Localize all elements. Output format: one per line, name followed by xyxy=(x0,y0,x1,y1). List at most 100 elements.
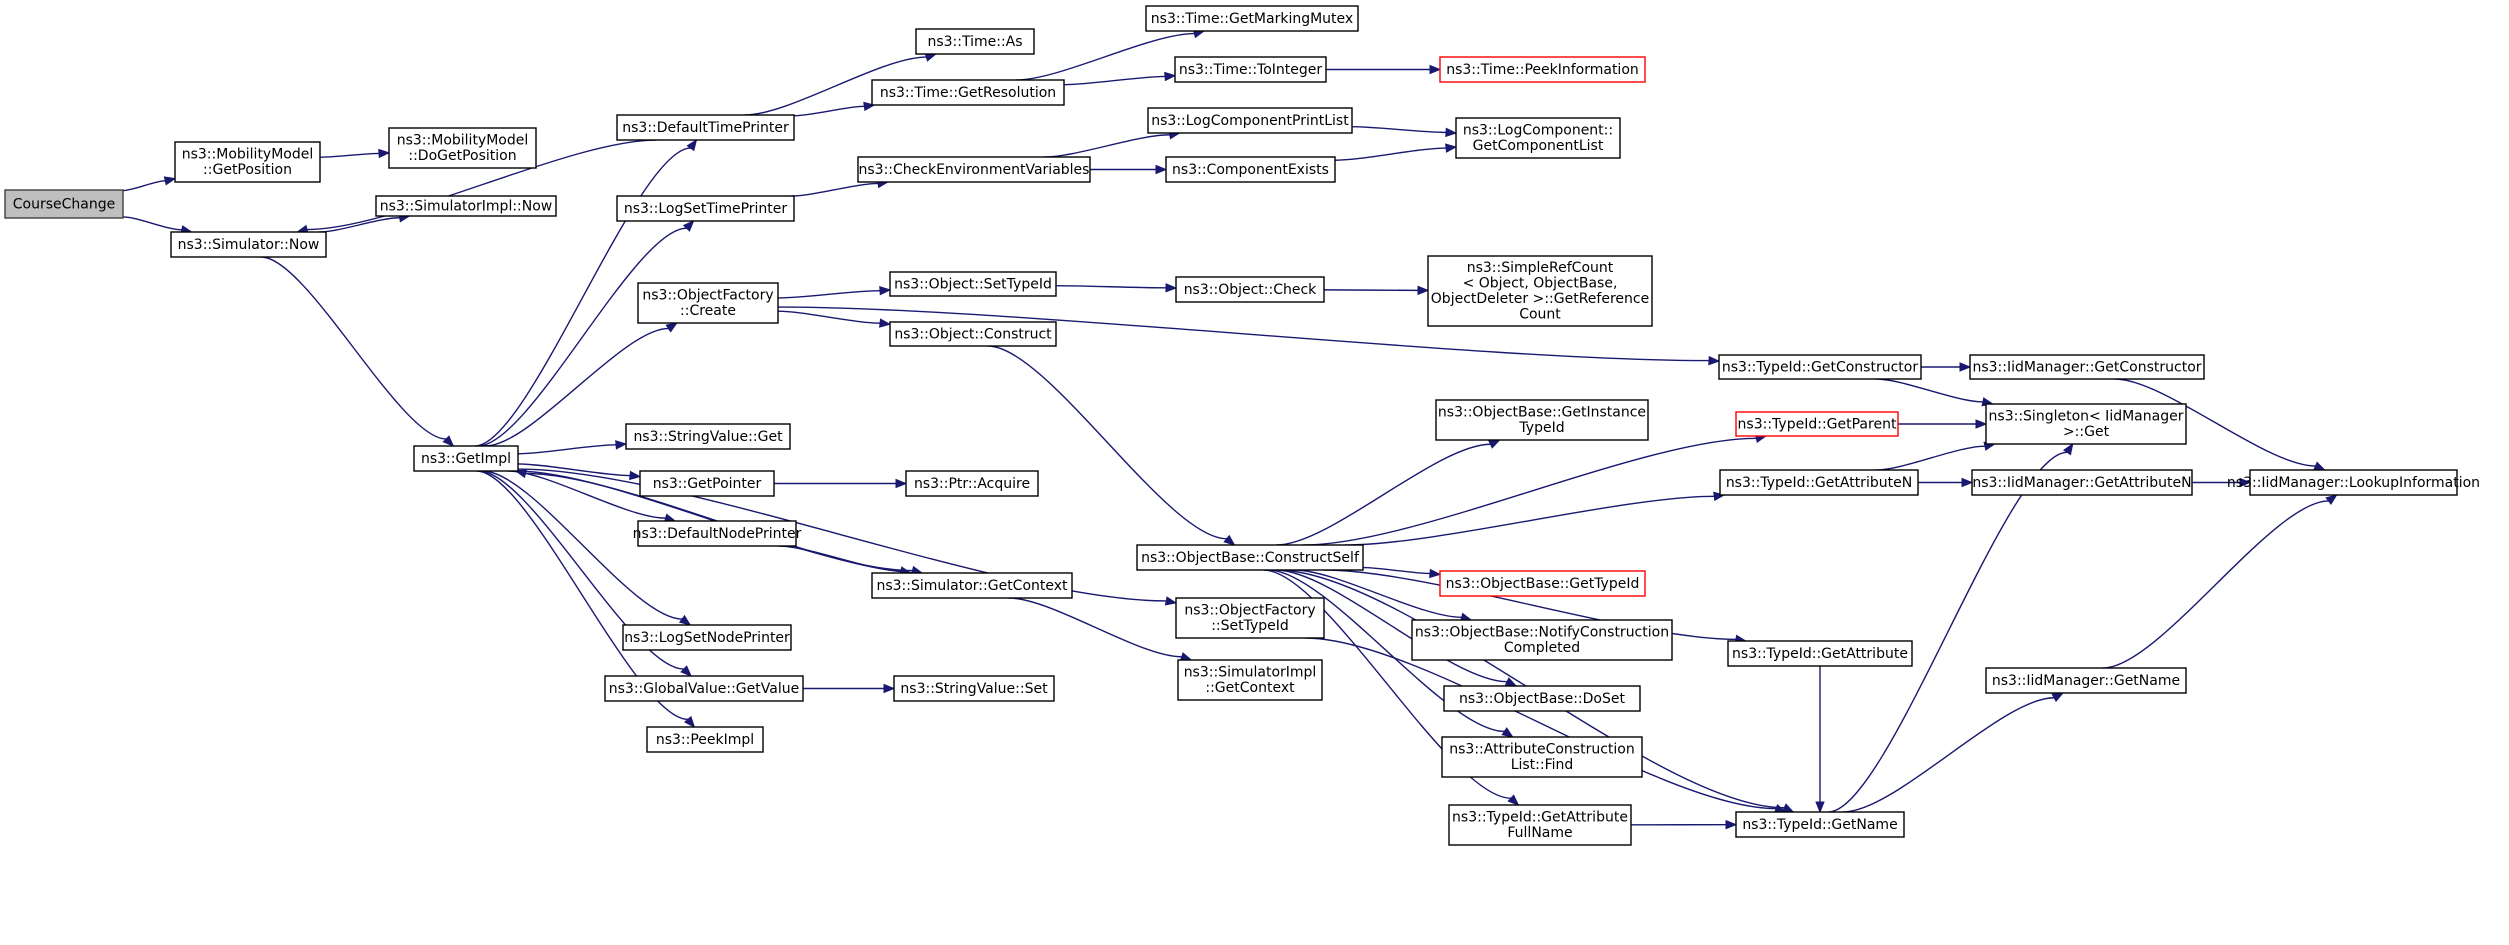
node-label: ns3::ObjectBase::GetInstance xyxy=(1438,405,1646,421)
edge-n3-n5 xyxy=(261,256,455,447)
function-node[interactable]: ns3::GlobalValue::GetValue xyxy=(604,675,804,702)
function-node[interactable]: ns3::SimulatorImpl::Now xyxy=(375,195,557,217)
function-node[interactable]: ns3::MobilityModel::GetPosition xyxy=(174,141,321,183)
function-node[interactable]: ns3::Time::GetResolution xyxy=(871,79,1065,106)
function-node[interactable]: ns3::StringValue::Set xyxy=(893,675,1055,702)
function-node[interactable]: ns3::TypeId::GetName xyxy=(1735,811,1905,838)
edge-n10-n11 xyxy=(1326,64,1442,75)
node-label: ns3::CheckEnvironmentVariables xyxy=(859,162,1090,178)
function-node[interactable]: ns3::LogSetNodePrinter xyxy=(622,624,792,651)
node-box xyxy=(1175,276,1325,303)
function-node[interactable]: ns3::ObjectBase::ConstructSelf xyxy=(1136,544,1364,571)
node-label: ns3::SimulatorImpl xyxy=(1184,665,1317,681)
node-box xyxy=(1136,544,1364,571)
function-node[interactable]: ns3::TypeId::GetConstructor xyxy=(1718,354,1922,380)
function-node[interactable]: ns3::ObjectBase::NotifyConstructionCompl… xyxy=(1411,619,1673,661)
function-node[interactable]: ns3::DefaultNodePrinter xyxy=(633,520,802,547)
node-box xyxy=(905,470,1039,497)
edge-n49-n26 xyxy=(1828,442,2074,813)
function-node[interactable]: ns3::GetImpl xyxy=(413,445,519,472)
node-box xyxy=(413,445,519,472)
function-node[interactable]: ns3::ObjectFactory::SetTypeId xyxy=(1175,597,1325,639)
function-node[interactable]: ns3::GetPointer xyxy=(639,470,775,497)
function-node[interactable]: ns3::PeekImpl xyxy=(646,726,764,753)
function-node[interactable]: ns3::Object::Check xyxy=(1175,276,1325,303)
node-box xyxy=(616,114,795,141)
function-node[interactable]: ns3::LogSetTimePrinter xyxy=(616,195,795,222)
function-node[interactable]: ns3::ObjectBase::DoSet xyxy=(1443,685,1641,712)
edge-n17-n18 xyxy=(777,285,892,299)
node-label: ns3::MobilityModel xyxy=(397,133,529,149)
edge-arrowhead xyxy=(686,138,698,152)
node-label: FullName xyxy=(1507,825,1572,841)
function-node[interactable]: ns3::Time::PeekInformation xyxy=(1439,56,1646,83)
function-node[interactable]: ns3::Time::ToInteger xyxy=(1174,56,1327,83)
function-node[interactable]: ns3::ObjectFactory::Create xyxy=(637,282,779,324)
function-node[interactable]: ns3::TypeId::GetAttributeN xyxy=(1719,469,1919,496)
edge-arrowhead xyxy=(1959,362,1972,372)
edge-arrowhead xyxy=(665,322,679,333)
edge-arrowhead xyxy=(883,683,896,694)
node-label: ns3::Time::As xyxy=(927,34,1022,50)
edge-n34-n48 xyxy=(1263,569,1520,806)
edge-arrowhead xyxy=(1445,127,1458,138)
edge-arrowhead xyxy=(1713,491,1726,502)
node-label: ns3::Simulator::GetContext xyxy=(876,578,1068,594)
function-node[interactable]: ns3::Time::As xyxy=(915,28,1035,55)
node-label: ns3::TypeId::GetAttribute xyxy=(1732,646,1908,662)
node-box xyxy=(871,572,1073,599)
node-box xyxy=(857,156,1091,183)
function-node[interactable]: ns3::SimpleRefCount< Object, ObjectBase,… xyxy=(1427,255,1653,327)
function-node[interactable]: ns3::Simulator::GetContext xyxy=(871,572,1073,599)
edge-arrowhead xyxy=(1488,439,1501,449)
edge-n5-n28 xyxy=(517,463,642,481)
function-node[interactable]: ns3::IidManager::GetConstructor xyxy=(1969,354,2205,380)
node-label: ns3::AttributeConstruction xyxy=(1449,742,1634,758)
node-box xyxy=(1174,56,1327,83)
edge-arrowhead xyxy=(1507,794,1520,806)
node-box xyxy=(637,520,797,547)
function-node[interactable]: ns3::MobilityModel::DoGetPosition xyxy=(388,127,537,169)
function-node[interactable]: ns3::Singleton< IidManager >::Get xyxy=(1985,403,2187,445)
edge-n48-n49 xyxy=(1630,819,1738,830)
function-node[interactable]: ns3::ObjectBase::GetTypeId xyxy=(1439,570,1646,597)
function-node[interactable]: ns3::SimulatorImpl::GetContext xyxy=(1177,659,1323,701)
function-node[interactable]: ns3::ComponentExists xyxy=(1165,156,1336,183)
node-label: < Object, ObjectBase, xyxy=(1463,276,1618,292)
function-node[interactable]: ns3::IidManager::LookupInformation xyxy=(2227,469,2480,496)
function-node[interactable]: ns3::Ptr::Acquire xyxy=(905,470,1039,497)
function-node[interactable]: ns3::StringValue::Get xyxy=(625,423,791,450)
node-label: ns3::GlobalValue::GetValue xyxy=(609,681,799,697)
node-label: ns3::TypeId::GetAttributeN xyxy=(1726,475,1912,491)
function-node[interactable]: ns3::LogComponentPrintList xyxy=(1147,107,1353,134)
node-label: ns3::ComponentExists xyxy=(1172,162,1329,178)
node-box xyxy=(625,423,791,450)
node-label: ns3::TypeId::GetConstructor xyxy=(1722,359,1918,375)
node-box xyxy=(1735,811,1905,838)
edge-n37-n49 xyxy=(1305,637,1787,813)
function-node[interactable]: ns3::CheckEnvironmentVariables xyxy=(857,156,1091,183)
edge-n19-n20 xyxy=(1323,285,1430,296)
function-node[interactable]: ns3::Object::SetTypeId xyxy=(889,271,1057,297)
function-node[interactable]: ns3::IidManager::GetAttributeN xyxy=(1971,469,2193,496)
function-node[interactable]: ns3::TypeId::GetAttribute xyxy=(1727,640,1913,667)
function-node[interactable]: ns3::LogComponent::GetComponentList xyxy=(1455,117,1621,159)
function-node[interactable]: ns3::IidManager::GetName xyxy=(1985,667,2187,694)
function-node[interactable]: CourseChange xyxy=(4,189,124,219)
function-node[interactable]: ns3::Time::GetMarkingMutex xyxy=(1145,5,1359,32)
function-node[interactable]: ns3::DefaultTimePrinter xyxy=(616,114,795,141)
edge-n17-n22 xyxy=(777,306,1721,366)
edge-n5-n37 xyxy=(517,468,1178,606)
node-box xyxy=(1727,640,1913,667)
function-node[interactable]: ns3::Simulator::Now xyxy=(170,231,327,258)
node-box xyxy=(915,28,1035,55)
node-box xyxy=(616,195,795,222)
node-label: CourseChange xyxy=(13,196,115,212)
node-label: ns3::GetPointer xyxy=(653,476,762,492)
function-node[interactable]: ns3::Object::Construct xyxy=(889,321,1057,347)
node-label: ns3::ObjectBase::ConstructSelf xyxy=(1141,550,1360,566)
function-node[interactable]: ns3::TypeId::GetParent xyxy=(1735,411,1899,437)
